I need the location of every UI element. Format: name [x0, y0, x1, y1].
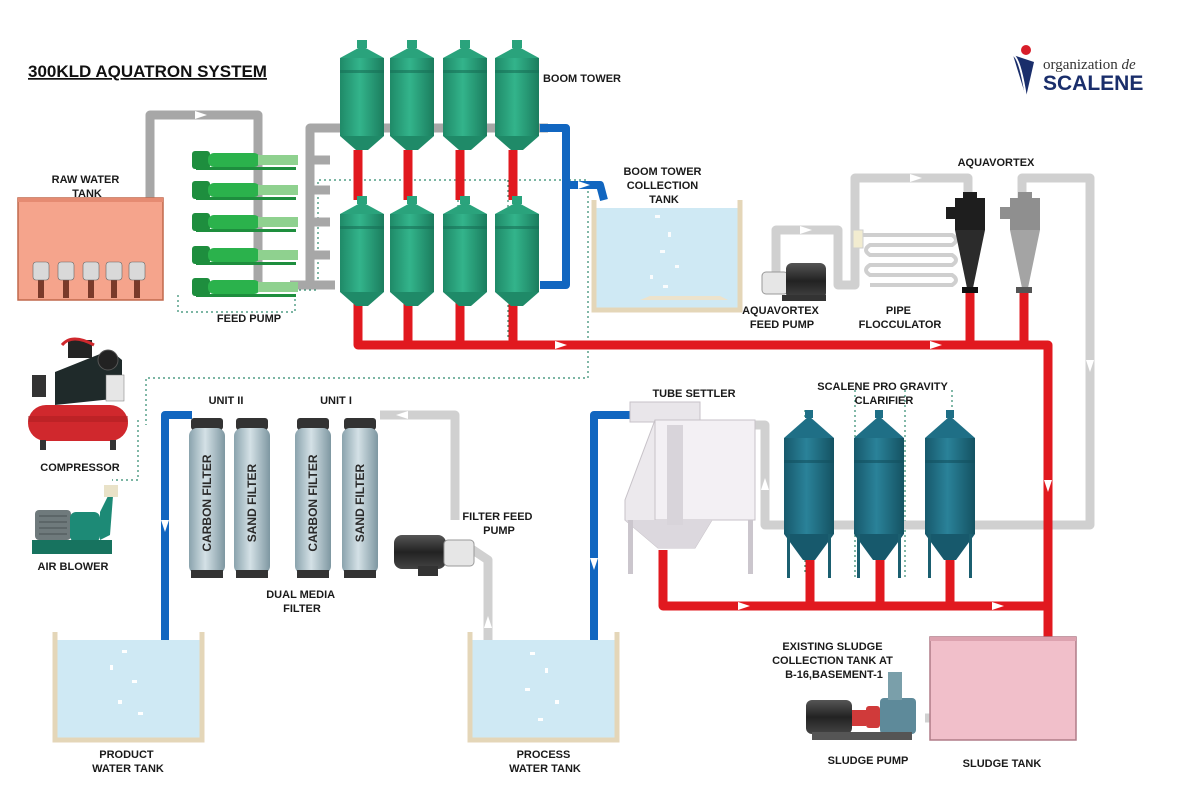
- boom-towers: [340, 40, 539, 306]
- scalene-logo: organization de SCALENE: [1012, 45, 1143, 98]
- feed-pump-5: [192, 278, 298, 297]
- boom-tower-4: [495, 40, 539, 150]
- filter-label-3: CARBON FILTER: [306, 454, 320, 551]
- boom-tower-5: [340, 196, 384, 306]
- filter-feed-pump: [394, 535, 475, 576]
- raw-water-tank-label: RAW WATER TANK: [52, 174, 123, 200]
- boom-tower-8: [495, 196, 539, 306]
- feed-pump-4: [192, 246, 298, 265]
- dual-media-filters: CARBON FILTER SAND FILTER CARBON FILTER SAN…: [189, 418, 378, 578]
- filter-column-3: CARBON FILTER: [295, 418, 331, 578]
- feed-pumps: [192, 151, 298, 297]
- feed-pump-2: [192, 181, 298, 200]
- clarifier-1: [784, 410, 834, 578]
- boom-tower-7: [443, 196, 487, 306]
- sludge-pump-label: SLUDGE PUMP: [828, 755, 909, 767]
- unit-ii-label: UNIT II: [209, 395, 244, 407]
- logo-mark-icon: [1013, 55, 1034, 97]
- boom-tower-2: [390, 40, 434, 150]
- boom-tower-1: [340, 40, 384, 150]
- filter-feed-pump-label: FILTER FEED PUMP: [462, 511, 535, 537]
- boom-tower-6: [390, 196, 434, 306]
- air-blower-label: AIR BLOWER: [38, 561, 109, 573]
- compressor-label: COMPRESSOR: [40, 462, 120, 474]
- blue-pipes: [161, 124, 630, 722]
- tube-settler: [624, 401, 756, 574]
- filter-column-4: SAND FILTER: [342, 418, 378, 578]
- aquavortex-label: AQUAVORTEX: [958, 157, 1035, 169]
- feed-pump-3: [192, 213, 298, 232]
- aquavortex-grey: [1000, 192, 1040, 293]
- existing-sludge-tank-label: EXISTING SLUDGE COLLECTION TANK AT B-16,…: [772, 641, 896, 681]
- boom-tower-collection-tank: [591, 200, 743, 313]
- boom-tower-label: BOOM TOWER: [543, 73, 621, 85]
- filter-column-1: CARBON FILTER: [189, 418, 225, 578]
- clarifier-label: SCALENE PRO GRAVITY CLARIFIER: [817, 381, 950, 407]
- feed-pump-label: FEED PUMP: [217, 313, 281, 325]
- filter-label-1: CARBON FILTER: [200, 454, 214, 551]
- filter-label-2: SAND FILTER: [245, 463, 259, 542]
- aquavortex-feed-pump: [761, 263, 826, 301]
- logo-line2: SCALENE: [1043, 72, 1143, 95]
- aquavortex-feed-pump-label: AQUAVORTEX FEED PUMP: [742, 305, 822, 331]
- logo-line1-italic: de: [1121, 57, 1136, 73]
- red-pipes: [353, 150, 1053, 720]
- dual-media-filter-label: DUAL MEDIA FILTER: [266, 589, 338, 615]
- sludge-pump: [806, 672, 916, 740]
- clarifier-3: [925, 410, 975, 578]
- boom-tower-3: [443, 40, 487, 150]
- process-water-tank: [467, 632, 620, 743]
- raw-water-tank: [17, 197, 164, 301]
- sludge-tank: [929, 636, 1077, 741]
- logo-line1: organization: [1043, 57, 1118, 73]
- product-water-tank: [52, 632, 205, 743]
- process-water-tank-label: PROCESS WATER TANK: [509, 749, 581, 775]
- aquavortex-black: [946, 192, 985, 293]
- air-blower: [32, 485, 118, 554]
- svg-text:organization de: organization de: [1043, 57, 1136, 73]
- boom-tower-collection-tank-label: BOOM TOWER COLLECTION TANK: [623, 166, 704, 206]
- compressor: [28, 337, 128, 450]
- feed-pump-1: [192, 151, 298, 170]
- pipe-flocculator-label: PIPE FLOCCULATOR: [859, 305, 942, 331]
- tube-settler-label: TUBE SETTLER: [652, 388, 735, 400]
- flow-arrows: [161, 111, 1094, 628]
- filter-label-4: SAND FILTER: [353, 463, 367, 542]
- diagram-title: 300KLD AQUATRON SYSTEM: [28, 62, 267, 81]
- filter-column-2: SAND FILTER: [234, 418, 270, 578]
- clarifier-2: [854, 410, 904, 578]
- sludge-tank-label: SLUDGE TANK: [963, 758, 1042, 770]
- unit-i-label: UNIT I: [320, 395, 352, 407]
- pipe-flocculator: [852, 229, 958, 287]
- product-water-tank-label: PRODUCT WATER TANK: [92, 749, 164, 775]
- scalene-pro-gravity-clarifiers: [784, 410, 975, 578]
